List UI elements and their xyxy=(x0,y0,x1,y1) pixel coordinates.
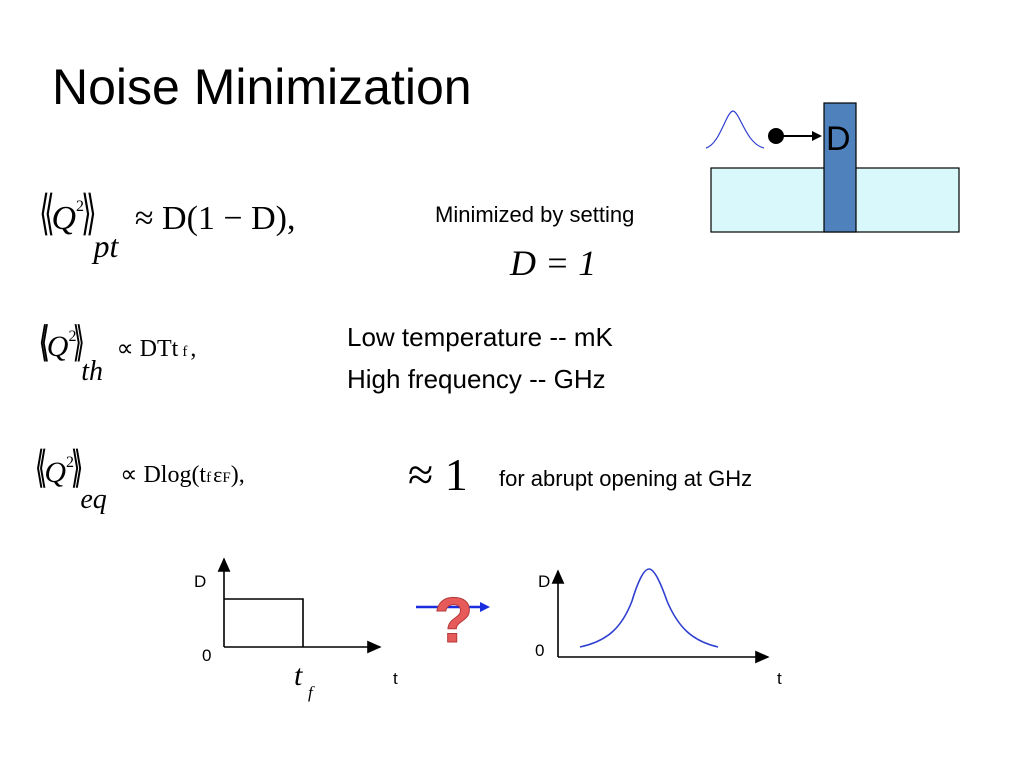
eq3-rhs-end: ), xyxy=(230,462,245,488)
particle-dot xyxy=(768,128,784,144)
eq3-power: 2 xyxy=(66,454,75,471)
plot-right-origin-label: 0 xyxy=(535,641,544,660)
eq2-note-temperature: Low temperature -- mK xyxy=(347,322,613,352)
approx-one: ≈ 1 xyxy=(408,449,468,500)
plot-left-origin-label: 0 xyxy=(202,646,211,665)
plot-smooth: D 0 t xyxy=(535,568,782,688)
plot-right-curve xyxy=(579,568,719,648)
eq1-base: Q xyxy=(51,200,77,237)
slide-title: Noise Minimization xyxy=(52,59,472,115)
eq3-rhs-main: ∝ Dlog(t xyxy=(120,462,207,488)
plot-right-x-label: t xyxy=(777,669,782,688)
plot-left-tick-base: t xyxy=(294,659,303,692)
plot-left-x-label: t xyxy=(393,669,398,688)
eq3-rhs-sub2: F xyxy=(222,470,231,486)
eq2-notes: Low temperature -- mK High frequency -- … xyxy=(347,316,613,400)
plot-left-y-label: D xyxy=(194,572,206,591)
eq1-note: Minimized by setting xyxy=(435,202,635,227)
plot-right-y-label: D xyxy=(538,572,550,591)
wave-packet xyxy=(705,110,765,149)
eq2-power: 2 xyxy=(68,328,77,345)
eq2-rhs-end: , xyxy=(190,336,197,362)
plot-left-step-curve xyxy=(224,598,304,647)
equation-eq: ⟨⟨Q2⟩⟩eq ∝ Dlog(tfεF), xyxy=(34,443,245,516)
eq2-base: Q xyxy=(46,330,69,363)
plot-left-tick-sub: f xyxy=(308,683,315,702)
equation-pt: ⟨⟨Q2⟩⟩pt ≈ D(1 − D), xyxy=(39,187,296,265)
barrier-diagram: D xyxy=(705,102,960,233)
eq3-rhs-sub1: f xyxy=(206,470,212,486)
eq1-subscript: pt xyxy=(93,228,119,264)
eq3-subscript: eq xyxy=(80,484,107,515)
eq1-power: 2 xyxy=(76,198,85,215)
transition-arrowhead xyxy=(480,602,490,612)
transition-arrow-question: ? xyxy=(416,584,490,652)
eq3-base: Q xyxy=(44,456,67,489)
eq3-note: for abrupt opening at GHz xyxy=(499,466,753,491)
eq2-subscript: th xyxy=(81,356,104,387)
eq1-condition: D = 1 xyxy=(510,243,597,283)
eq1-rhs: ≈ D(1 − D), xyxy=(134,200,296,237)
eq2-rhs-main: ∝ DTt xyxy=(116,336,179,362)
plot-abrupt: D 0 t t f xyxy=(194,557,398,702)
eq2-note-frequency: High frequency -- GHz xyxy=(347,364,606,394)
barrier-rect xyxy=(823,102,857,233)
barrier-label: D xyxy=(826,120,851,158)
eq2-rhs-sub: f xyxy=(182,344,188,360)
particle-arrowhead xyxy=(812,131,822,141)
question-mark: ? xyxy=(434,584,473,652)
eq3-rhs-mid: ε xyxy=(213,462,223,487)
